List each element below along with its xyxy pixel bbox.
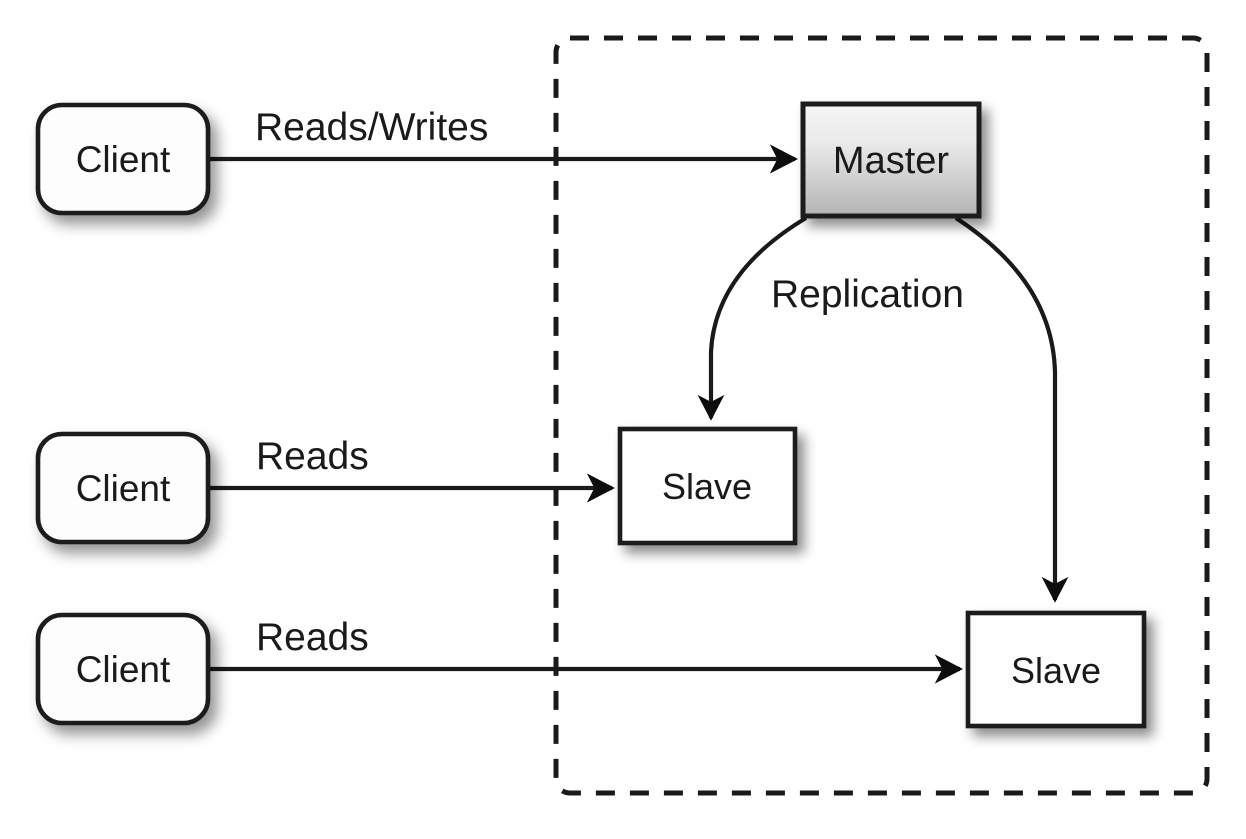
client-3-shape[interactable] [35, 612, 211, 726]
edge-label-reads-1: Reads [256, 435, 369, 478]
edge-labels: Reads/Writes Reads Reads Replication [255, 106, 964, 659]
slave-2-shape[interactable] [965, 610, 1147, 729]
cluster-boundary-dashed-rect [553, 35, 1210, 796]
node-client-2[interactable]: Client [35, 431, 211, 545]
slave-2-label: Slave [1011, 650, 1101, 691]
slave-1-label: Slave [662, 466, 752, 507]
node-master[interactable]: Master [800, 101, 982, 219]
master-shape[interactable] [800, 101, 982, 219]
edge-master-to-slave2 [954, 216, 1069, 603]
client-1-label: Client [76, 139, 171, 180]
edge-label-reads-writes: Reads/Writes [255, 106, 488, 149]
node-client-1[interactable]: Client [35, 102, 211, 216]
client-1-shape[interactable] [35, 102, 211, 216]
slave-1-shape[interactable] [617, 426, 798, 546]
node-slave-1[interactable]: Slave [617, 426, 798, 546]
node-slave-2[interactable]: Slave [965, 610, 1147, 729]
edge-label-reads-2: Reads [256, 616, 369, 659]
node-client-3[interactable]: Client [35, 612, 211, 726]
database-cluster-boundary [553, 35, 1210, 796]
client-2-shape[interactable] [35, 431, 211, 545]
arrow-replication-to-slave1 [697, 216, 808, 421]
arrow-replication-to-slave2 [954, 216, 1069, 603]
master-label: Master [833, 140, 949, 182]
edge-label-replication: Replication [771, 273, 964, 316]
client-3-label: Client [76, 649, 171, 690]
edge-master-to-slave1 [697, 216, 808, 421]
client-2-label: Client [76, 468, 171, 509]
